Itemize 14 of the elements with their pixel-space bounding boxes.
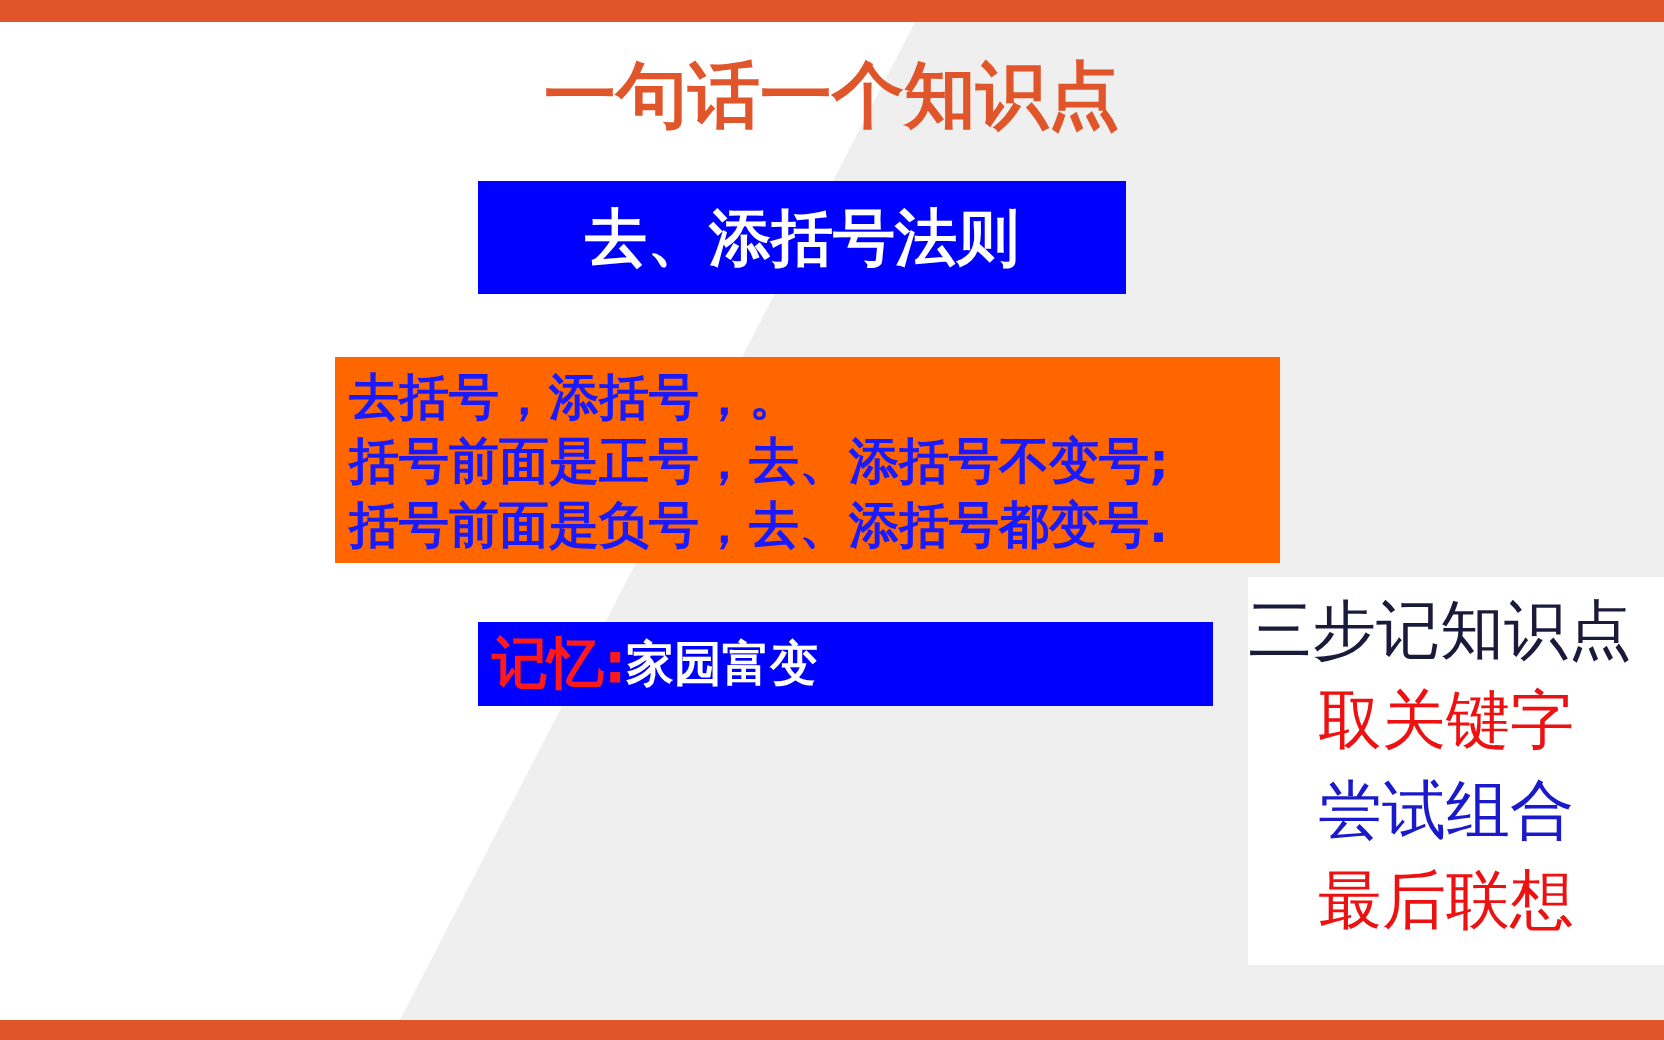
tip-heading: 三步记知识点 <box>1248 593 1632 667</box>
memory-banner <box>478 622 1213 706</box>
rule-text: 括号前面是负号，去、添括号都变号. <box>349 496 1168 554</box>
tip-step: 最后联想 <box>1318 863 1574 937</box>
tip-step: 尝试组合 <box>1318 773 1574 847</box>
slide-title: 一句话一个知识点 <box>543 52 1121 139</box>
tip-step: 取关键字 <box>1318 683 1574 757</box>
rule-text: 去括号，添括号，。 <box>349 368 799 426</box>
banner-text: 去、添括号法则 <box>585 200 1019 274</box>
memory-text: 家园富变 <box>626 635 819 691</box>
memory-label: 记忆: <box>492 630 627 695</box>
heading-banner <box>478 181 1126 294</box>
rule-text: 括号前面是正号，去、添括号不变号; <box>349 432 1169 490</box>
rule-panel <box>335 357 1280 563</box>
